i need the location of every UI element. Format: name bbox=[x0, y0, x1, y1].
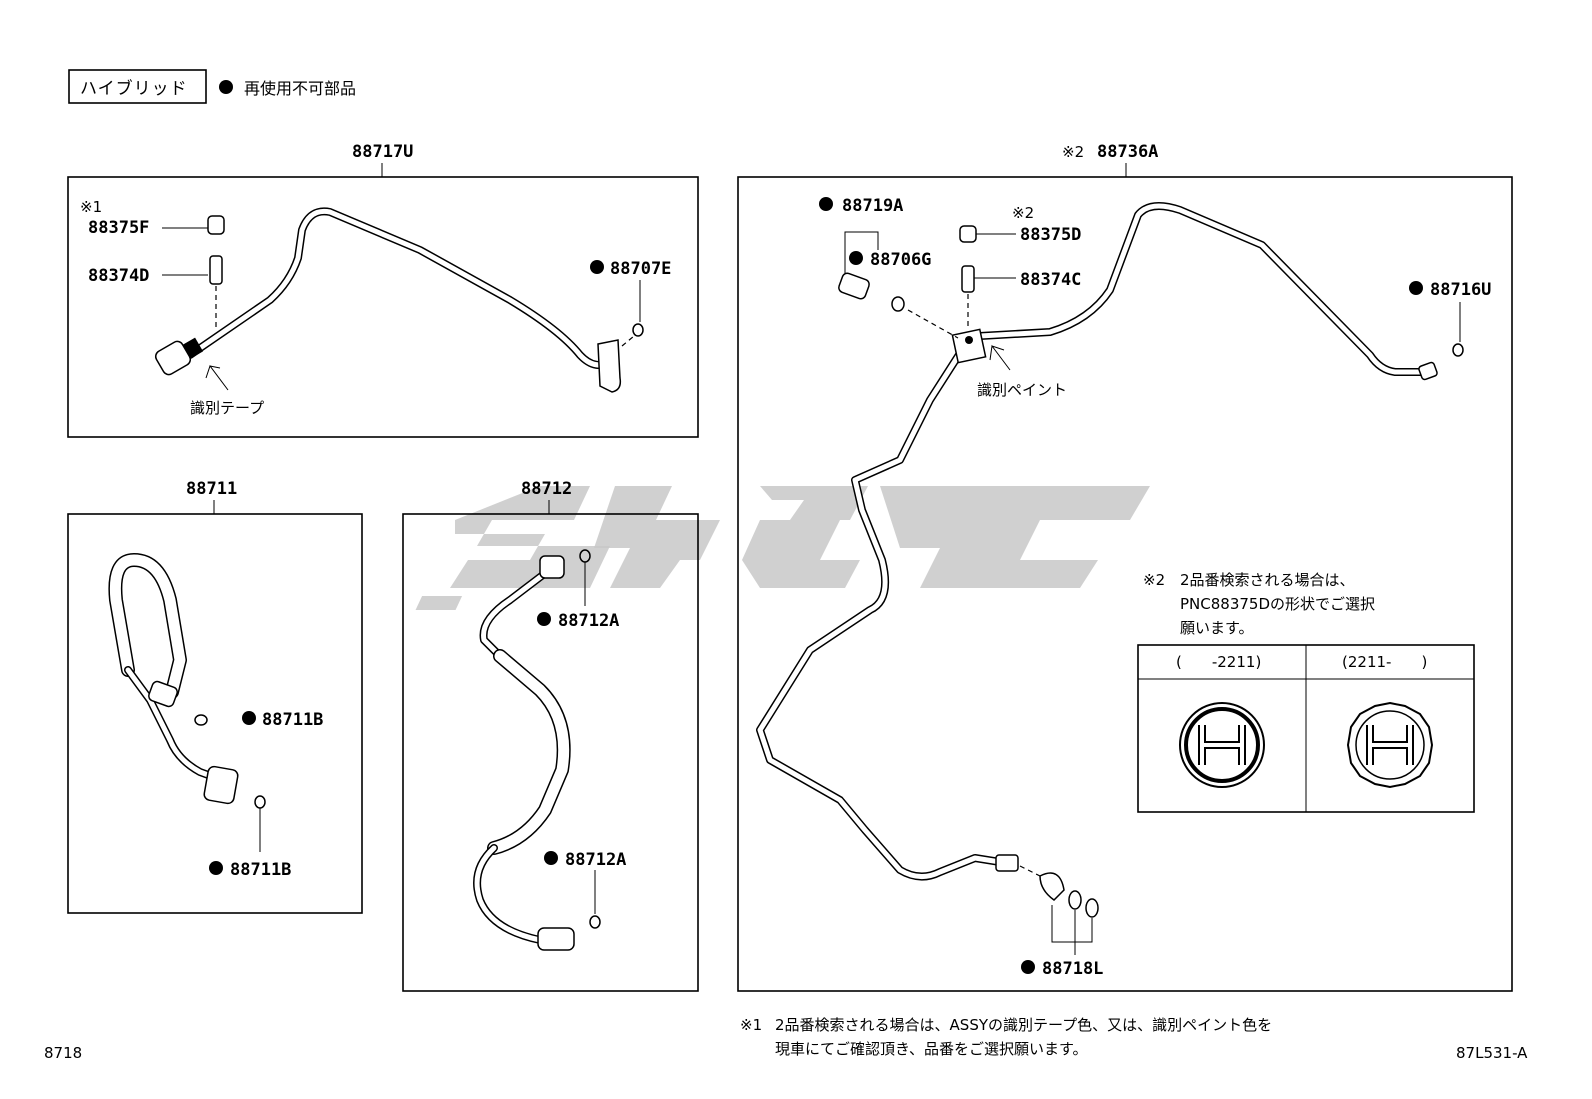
bullet-88707e bbox=[590, 260, 604, 274]
part-label-88375d: 88375D bbox=[1020, 225, 1081, 245]
hybrid-tag: ハイブリッド bbox=[80, 78, 188, 99]
cap-88375f bbox=[207, 215, 225, 235]
footnote-line1: 2品番検索される場合は、ASSYの識別テープ色、又は、識別ペイント色を bbox=[775, 1016, 1272, 1034]
bullet-88712a-2 bbox=[544, 851, 558, 865]
paint-label: 識別ペイント bbox=[977, 381, 1067, 399]
oring-88711b-2 bbox=[254, 795, 266, 809]
part-label-88374c: 88374C bbox=[1020, 270, 1081, 290]
bullet-88719a bbox=[819, 197, 833, 211]
note1-mark-88375f: ※1 bbox=[80, 198, 102, 216]
paint-arrow-icon bbox=[989, 344, 1011, 371]
group-box-88717u bbox=[67, 176, 699, 438]
cap-shape-table: ( -2211) (2211- ) bbox=[1137, 644, 1475, 813]
hose-88711 bbox=[108, 553, 239, 805]
watermark-logo bbox=[415, 486, 1150, 610]
note2-line3: 願います。 bbox=[1180, 619, 1254, 637]
part-label-88716u: 88716U bbox=[1430, 280, 1491, 300]
group-label-88736a: 88736A bbox=[1097, 142, 1158, 162]
note2-line1: 2品番検索される場合は、 bbox=[1180, 571, 1355, 589]
clip-88718l bbox=[1039, 872, 1065, 901]
oring-88712a-2 bbox=[589, 915, 601, 929]
group-prefix-88736a: ※2 bbox=[1062, 143, 1084, 161]
tape-label: 識別テープ bbox=[190, 399, 264, 417]
footnote-line2: 現車にてご確認頂き、品番をご選択願います。 bbox=[775, 1040, 1087, 1058]
bullet-88711b-1 bbox=[242, 711, 256, 725]
pipe-88736a bbox=[756, 202, 1438, 881]
bullet-88712a-1 bbox=[537, 612, 551, 626]
page-code-left: 8718 bbox=[44, 1044, 82, 1062]
oring-88706g bbox=[891, 296, 905, 312]
cap-col-after: (2211- ) bbox=[1342, 653, 1427, 671]
group-label-88717u: 88717U bbox=[352, 142, 413, 162]
part-label-88711b-1: 88711B bbox=[262, 710, 323, 730]
group-label-88712: 88712 bbox=[521, 479, 572, 499]
page-code-right: 87L531-A bbox=[1456, 1044, 1528, 1062]
tape-arrow-icon bbox=[205, 364, 229, 391]
valve-core-88374c bbox=[961, 265, 975, 293]
pipe-88717u bbox=[186, 207, 616, 369]
bracket-88717u-right bbox=[597, 339, 622, 393]
bullet-88706g bbox=[849, 251, 863, 265]
bullet-88716u bbox=[1409, 281, 1423, 295]
fitting-88717u-left bbox=[154, 337, 204, 376]
hose-88712 bbox=[473, 555, 575, 951]
oring-88718l-1 bbox=[1068, 890, 1082, 910]
part-label-88712a-1: 88712A bbox=[558, 611, 619, 631]
group-box-88712 bbox=[402, 513, 699, 992]
part-label-88712a-2: 88712A bbox=[565, 850, 626, 870]
part-label-88374d: 88374D bbox=[88, 266, 149, 286]
cap-88375d bbox=[959, 225, 977, 243]
footnote-mark: ※1 bbox=[740, 1016, 762, 1034]
part-label-88706g: 88706G bbox=[870, 250, 931, 270]
group-box-88711 bbox=[67, 513, 363, 914]
bullet-88718l bbox=[1021, 960, 1035, 974]
part-label-88718l: 88718L bbox=[1042, 959, 1103, 979]
group-box-88736a bbox=[737, 176, 1513, 992]
service-valve-88719a bbox=[838, 272, 870, 300]
oring-88718l-2 bbox=[1085, 898, 1099, 918]
part-label-88711b-2: 88711B bbox=[230, 860, 291, 880]
part-label-88707e: 88707E bbox=[610, 259, 671, 279]
hybrid-tag-box bbox=[68, 69, 207, 104]
non-reusable-bullet-icon bbox=[219, 80, 233, 94]
part-label-88719a: 88719A bbox=[842, 196, 903, 216]
legend-text: 再使用不可部品 bbox=[244, 79, 356, 98]
note2-line2: PNC88375Dの形状でご選択 bbox=[1180, 595, 1375, 613]
oring-88711b-1 bbox=[194, 714, 208, 726]
bullet-88711b-2 bbox=[209, 861, 223, 875]
valve-core-88374d bbox=[209, 255, 223, 285]
oring-88716u bbox=[1452, 343, 1464, 357]
cap-h-knurled-icon bbox=[1346, 701, 1434, 789]
cap-h-round-icon bbox=[1179, 702, 1265, 788]
cap-col-before: ( -2211) bbox=[1176, 653, 1261, 671]
group-label-88711: 88711 bbox=[186, 479, 237, 499]
note2-mark: ※2 bbox=[1143, 571, 1165, 589]
part-label-88375f: 88375F bbox=[88, 218, 149, 238]
note2-mark-88375d: ※2 bbox=[1012, 204, 1034, 222]
oring-88707e bbox=[632, 323, 644, 337]
